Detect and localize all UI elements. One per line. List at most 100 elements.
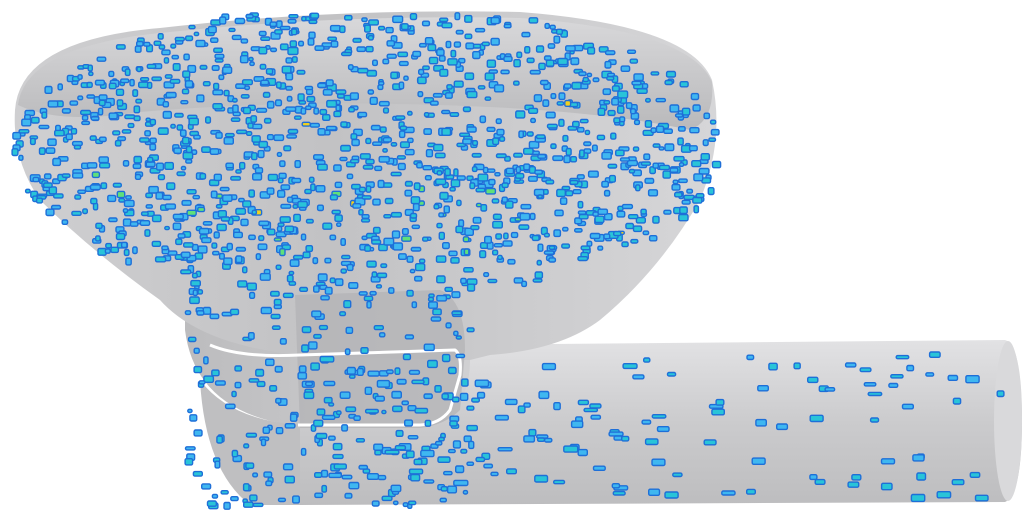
particle-deposit xyxy=(439,17,449,23)
particle-deposit xyxy=(721,490,736,496)
particle-deposit xyxy=(53,193,64,199)
particle-deposit xyxy=(275,264,282,271)
particle-deposit xyxy=(490,37,500,46)
particle-deposit xyxy=(114,139,122,147)
particle-deposit xyxy=(305,105,312,111)
particle-deposit xyxy=(324,257,332,264)
particle-deposit xyxy=(235,255,243,264)
particle-deposit xyxy=(472,216,482,224)
particle-deposit xyxy=(647,189,659,197)
particle-deposit xyxy=(404,419,414,427)
particle-deposit xyxy=(475,456,486,463)
particle-deposit xyxy=(193,429,203,437)
particle-deposit xyxy=(486,59,497,68)
particle-deposit xyxy=(455,353,466,359)
particle-deposit xyxy=(677,125,686,132)
particle-deposit xyxy=(349,158,360,164)
particle-deposit xyxy=(328,435,336,441)
particle-deposit xyxy=(466,283,476,292)
particle-deposit xyxy=(325,79,334,87)
particle-deposit xyxy=(612,490,626,496)
particle-deposit xyxy=(928,351,941,359)
particle-deposit xyxy=(149,143,157,151)
particle-deposit xyxy=(607,109,616,116)
particle-deposit xyxy=(617,90,629,99)
particle-deposit xyxy=(115,232,126,241)
particle-deposit xyxy=(348,374,356,379)
particle-deposit xyxy=(555,28,563,35)
particle-deposit xyxy=(445,322,452,329)
particle-deposit xyxy=(363,295,374,302)
particle-deposit xyxy=(43,182,53,189)
particle-deposit xyxy=(465,42,475,50)
particle-deposit xyxy=(110,246,120,254)
particle-deposit xyxy=(471,397,480,403)
particle-deposit xyxy=(460,277,467,284)
particle-deposit xyxy=(81,120,91,126)
particle-deposit xyxy=(285,72,294,81)
particle-deposit xyxy=(619,116,626,123)
particle-deposit xyxy=(334,214,343,223)
particle-deposit xyxy=(643,153,651,161)
particle-deposit xyxy=(88,71,94,77)
particle-deposit xyxy=(284,475,296,484)
particle-deposit xyxy=(216,223,227,232)
particle-deposit xyxy=(681,199,691,205)
particle-deposit xyxy=(916,472,927,481)
particle-deposit xyxy=(409,12,418,21)
particle-deposit xyxy=(254,167,264,174)
particle-deposit xyxy=(658,164,671,171)
particle-deposit xyxy=(423,128,433,136)
particle-deposit xyxy=(100,182,108,190)
particle-deposit xyxy=(250,152,258,161)
particle-deposit xyxy=(410,246,422,252)
particle-deposit xyxy=(245,432,258,438)
particle-deposit xyxy=(464,33,473,40)
particle-deposit xyxy=(577,448,589,457)
particle-deposit xyxy=(484,235,493,244)
particle-deposit xyxy=(450,49,457,58)
particle-deposit xyxy=(231,97,238,103)
particle-deposit xyxy=(406,289,414,297)
particle-deposit xyxy=(98,94,108,101)
particle-deposit xyxy=(151,240,162,247)
particle-deposit xyxy=(98,156,109,164)
particle-deposit xyxy=(86,94,96,99)
particle-deposit xyxy=(534,271,544,279)
particle-deposit xyxy=(472,139,479,146)
particle-deposit xyxy=(343,300,352,309)
particle-deposit xyxy=(456,199,462,207)
particle-deposit xyxy=(445,40,452,49)
particle-deposit xyxy=(673,155,685,162)
particle-deposit xyxy=(466,405,475,411)
particle-deposit xyxy=(691,159,702,168)
particle-deposit xyxy=(312,257,319,265)
particle-deposit xyxy=(313,285,320,293)
particle-deposit xyxy=(688,145,698,152)
particle-deposit xyxy=(248,56,254,62)
particle-deposit xyxy=(425,148,434,158)
particle-deposit xyxy=(910,493,926,503)
particle-deposit xyxy=(41,111,48,119)
particle-deposit xyxy=(301,121,312,127)
particle-deposit xyxy=(279,248,286,257)
particle-deposit xyxy=(214,380,226,386)
particle-deposit xyxy=(11,148,19,157)
particle-deposit xyxy=(513,59,521,68)
particle-deposit xyxy=(651,458,666,467)
particle-deposit xyxy=(61,219,69,225)
particle-deposit xyxy=(589,232,601,240)
particle-deposit xyxy=(313,154,325,161)
particle-deposit xyxy=(621,435,630,442)
particle-deposit xyxy=(441,353,451,363)
particle-deposit xyxy=(301,326,312,334)
particle-deposit xyxy=(453,41,462,48)
particle-deposit xyxy=(472,51,481,60)
particle-deposit xyxy=(292,254,304,260)
particle-deposit xyxy=(640,208,647,215)
particle-deposit xyxy=(965,375,980,384)
particle-deposit xyxy=(374,165,383,172)
particle-deposit xyxy=(350,133,358,140)
particle-deposit xyxy=(234,17,246,25)
particle-deposit xyxy=(189,414,198,422)
